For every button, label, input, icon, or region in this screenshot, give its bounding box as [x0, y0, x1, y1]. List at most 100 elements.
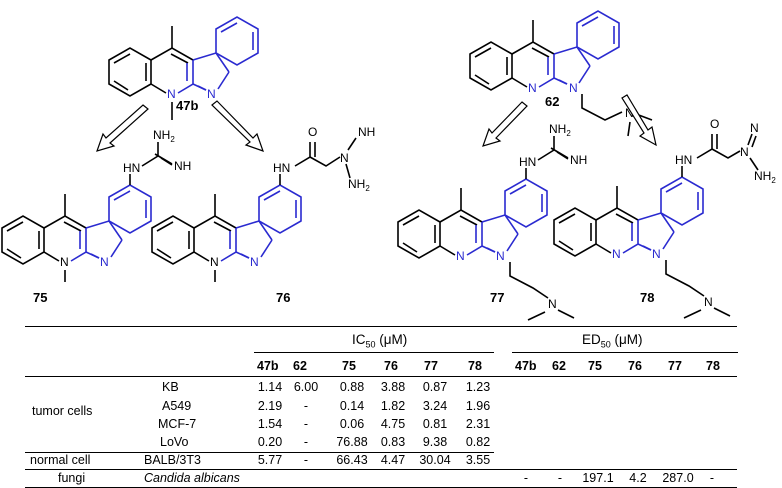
atom-n: N — [652, 247, 661, 261]
ic-col-75: 75 — [342, 359, 356, 373]
atom-nh2: NH2 — [153, 128, 175, 144]
atom-n: N — [569, 81, 578, 95]
ed-col-47b: 47b — [515, 359, 537, 373]
atom-n: N — [740, 145, 749, 159]
ic50-value: 6.00 — [293, 380, 319, 394]
ic-col-76: 76 — [384, 359, 398, 373]
atom-nh: NH — [570, 153, 587, 167]
ic50-value: 2.31 — [465, 417, 491, 431]
compound-label-78: 78 — [640, 290, 654, 305]
table-rule-header — [25, 376, 255, 377]
atom-nh: NH — [174, 159, 191, 173]
atom-nh2: NH2 — [348, 177, 370, 193]
table-rule-normal — [25, 452, 255, 453]
ic50-value: 0.20 — [257, 435, 283, 449]
ic50-value: 0.81 — [422, 417, 448, 431]
ic50-value: - — [303, 453, 309, 467]
ic50-value: 4.47 — [380, 453, 406, 467]
ic50-value: 3.24 — [422, 399, 448, 413]
cell-line-label: KB — [162, 380, 179, 394]
group-fungi: fungi — [58, 471, 86, 485]
ic50-value: 0.06 — [339, 417, 365, 431]
ed50-value: - — [523, 471, 529, 485]
ed-col-76: 76 — [628, 359, 642, 373]
table-rule-fungi-r — [254, 469, 737, 470]
ic50-header: IC50 (μM) — [352, 332, 408, 350]
ic50-value: 1.54 — [257, 417, 283, 431]
ic50-value: 30.04 — [419, 453, 451, 467]
compound-label-62: 62 — [545, 94, 559, 109]
atom-n: N — [496, 249, 505, 263]
atom-hn: HN — [123, 161, 140, 175]
atom-n: N — [167, 87, 176, 101]
ed50-value: 287.0 — [662, 471, 694, 485]
ic50-value: 1.23 — [465, 380, 491, 394]
ic50-value: 0.14 — [339, 399, 365, 413]
ed50-value: 197.1 — [582, 471, 614, 485]
atom-n: N — [250, 255, 259, 269]
atom-hn: HN — [519, 155, 536, 169]
ic50-value: 76.88 — [336, 435, 368, 449]
atom-nh2: NH2 — [754, 169, 776, 185]
atom-n: N — [625, 106, 634, 120]
ic50-value: 66.43 — [336, 453, 368, 467]
group-tumor-cells: tumor cells — [32, 404, 93, 418]
atom-n: N — [100, 255, 109, 269]
ed-col-77: 77 — [668, 359, 682, 373]
table-rule-fungi — [25, 469, 255, 470]
compound-label-77: 77 — [490, 290, 504, 305]
ed50-value: - — [557, 471, 563, 485]
ic50-value: - — [303, 435, 309, 449]
atom-n: N — [60, 255, 69, 269]
cell-line-label: BALB/3T3 — [144, 453, 201, 467]
ic-col-78: 78 — [468, 359, 482, 373]
ic50-value: 3.55 — [465, 453, 491, 467]
cell-line-label: A549 — [162, 399, 192, 413]
ic50-rule — [254, 352, 494, 353]
atom-n: N — [340, 151, 349, 165]
cell-line-label: MCF-7 — [158, 417, 197, 431]
table-rule-header-right — [254, 376, 737, 377]
compound-label-76: 76 — [276, 290, 290, 305]
atom-hn: HN — [273, 161, 290, 175]
atom-nh2: NH2 — [549, 122, 571, 138]
ed-col-62: 62 — [552, 359, 566, 373]
group-normal-cell: normal cell — [30, 453, 91, 467]
ic50-value: 5.77 — [257, 453, 283, 467]
ed-col-75: 75 — [588, 359, 602, 373]
ic50-value: 1.82 — [380, 399, 406, 413]
ic50-value: - — [303, 417, 309, 431]
cell-candida-albicans: Candida albicans — [144, 471, 240, 485]
atom-n: N — [612, 247, 621, 261]
ed50-value: - — [709, 471, 715, 485]
atom-n: N — [528, 81, 537, 95]
ic-col-62: 62 — [293, 359, 307, 373]
atom-n: N — [456, 249, 465, 263]
ic50-value: 2.19 — [257, 399, 283, 413]
ed50-header: ED50 (μM) — [582, 332, 643, 350]
atom-n: N — [750, 121, 759, 135]
ic50-value: 4.75 — [380, 417, 406, 431]
atom-hn: HN — [675, 153, 692, 167]
ic50-value: 0.82 — [465, 435, 491, 449]
ic50-value: 0.87 — [422, 380, 448, 394]
ic50-value: 0.88 — [339, 380, 365, 394]
atom-o: O — [308, 125, 317, 139]
ed50-value: 4.2 — [629, 471, 647, 485]
atom-n: N — [704, 295, 713, 309]
ic50-value: 1.96 — [465, 399, 491, 413]
table-rule-top — [25, 326, 737, 327]
compound-label-47b: 47b — [176, 98, 198, 113]
cell-line-label: LoVo — [160, 435, 189, 449]
ic-col-47b: 47b — [257, 359, 279, 373]
compound-label-75: 75 — [33, 290, 47, 305]
ic50-value: 1.14 — [257, 380, 283, 394]
ic-col-77: 77 — [424, 359, 438, 373]
atom-n: N — [548, 297, 557, 311]
reaction-scheme: N N 47b N N N 62 N N HN NH2 NH 75 N N — [1, 10, 776, 321]
ic50-value: 3.88 — [380, 380, 406, 394]
atom-n: N — [207, 87, 216, 101]
atom-o: O — [710, 117, 719, 131]
atom-n: N — [210, 255, 219, 269]
ic50-value: 9.38 — [422, 435, 448, 449]
